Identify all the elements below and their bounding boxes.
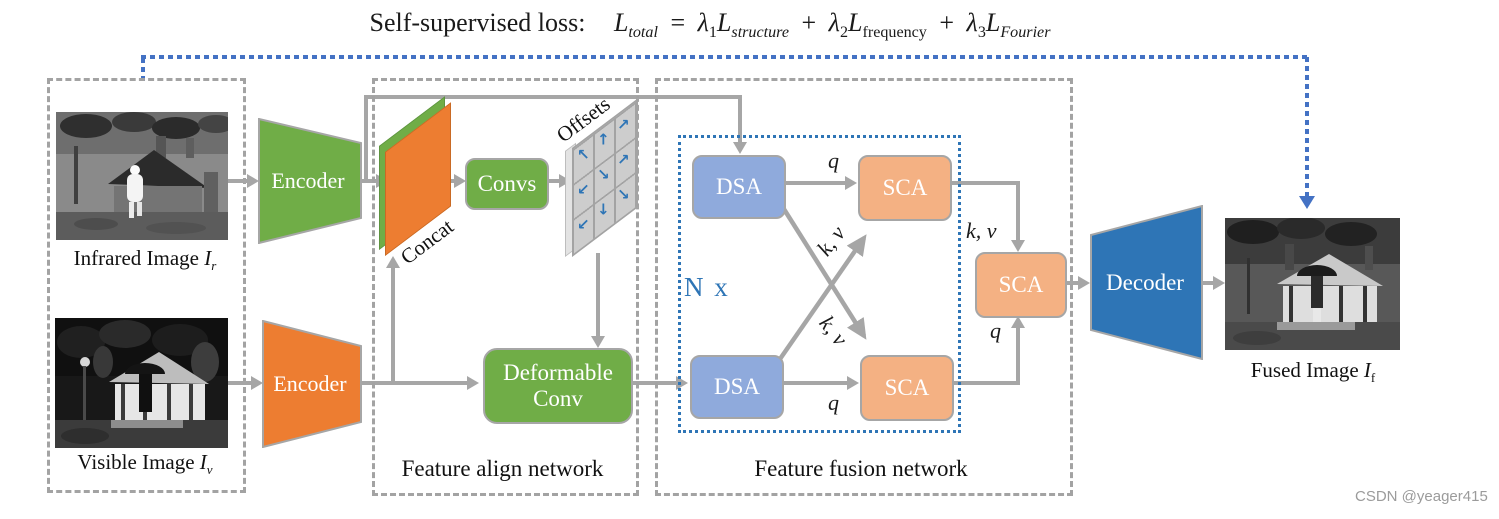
feature-align-network-label: Feature align network xyxy=(401,456,604,481)
formula-plus2: + xyxy=(939,8,955,37)
repeat-block-box xyxy=(678,135,961,433)
kv-label-output: k, v xyxy=(966,218,997,243)
loss-path-top-segment xyxy=(141,55,1308,59)
dsa-bottom-box: DSA xyxy=(690,355,784,419)
offset-arrow-icon: ↙ xyxy=(577,180,590,199)
dsa-top-box: DSA xyxy=(692,155,786,219)
feature-fusion-network-label: Feature fusion network xyxy=(754,456,968,481)
arrowhead-icon xyxy=(247,174,259,188)
loss-path-right-segment xyxy=(1305,55,1309,197)
arrowhead-icon xyxy=(454,174,466,188)
q-label-top: q xyxy=(828,148,839,173)
arrow-deformable-to-dsa xyxy=(629,381,677,385)
fused-image-caption: Fused Image If xyxy=(1250,358,1376,386)
line-sca-bottom-out xyxy=(950,381,1020,385)
arrowhead-icon xyxy=(845,176,857,190)
arrowhead-icon xyxy=(1213,276,1225,290)
q-label-bottom: q xyxy=(828,390,839,415)
encoder-infrared: Encoder xyxy=(258,118,362,244)
q-label-output: q xyxy=(990,318,1001,343)
arrow-decoder-to-fused xyxy=(1203,281,1214,285)
offset-arrow-icon: ↗ xyxy=(617,115,630,134)
encoder-visible-label: Encoder xyxy=(273,371,347,396)
offset-arrow-icon: ↘ xyxy=(597,165,610,184)
loss-formula-title: Self-supervised loss: Ltotal = λ1Lstruct… xyxy=(369,8,1051,42)
arrowhead-icon xyxy=(591,336,605,348)
line-sca-top-out xyxy=(948,181,1020,185)
input-images-group-box xyxy=(47,78,246,493)
line-sca-top-down xyxy=(1016,181,1020,241)
arrow-offsets-to-deformable xyxy=(596,253,600,337)
infrared-image-caption: Infrared Image Ir xyxy=(73,246,217,274)
repeat-count-label: N x xyxy=(684,272,730,302)
arrowhead-icon xyxy=(1011,316,1025,328)
watermark: CSDN @yeager415 xyxy=(1355,488,1488,505)
formula-plus1: + xyxy=(801,8,817,37)
arrowhead-icon xyxy=(1078,276,1090,290)
line-top-branch-vertical xyxy=(364,97,368,183)
line-top-route-down xyxy=(738,95,742,143)
sca-bottom-box: SCA xyxy=(860,355,954,421)
loss-title-prefix: Self-supervised loss: xyxy=(369,8,586,37)
arrow-infrared-to-encoder xyxy=(228,179,248,183)
decoder-label: Decoder xyxy=(1106,270,1184,295)
formula-lambda2: λ xyxy=(828,8,840,37)
arrowhead-icon xyxy=(467,376,479,390)
offset-arrow-icon: ↑ xyxy=(597,130,610,149)
arrow-visible-to-encoder xyxy=(228,381,252,385)
convs-box: Convs xyxy=(465,158,549,210)
sca-top-box: SCA xyxy=(858,155,952,221)
formula-equals: = xyxy=(670,8,686,37)
offset-arrow-icon: ↘ xyxy=(617,185,630,204)
arrowhead-icon xyxy=(386,256,400,268)
arrowhead-icon xyxy=(251,376,263,390)
loss-path-arrowhead-icon xyxy=(1299,196,1315,209)
formula-lambda3: λ xyxy=(966,8,978,37)
sca-output-box: SCA xyxy=(975,252,1067,318)
arrow-dsa-bottom-to-sca-top xyxy=(778,234,867,361)
feature-align-network-box xyxy=(372,78,639,496)
line-top-route xyxy=(364,95,742,99)
encoder-infrared-label: Encoder xyxy=(271,168,345,193)
infrared-image xyxy=(56,112,228,240)
offset-arrow-icon: ↗ xyxy=(617,150,630,169)
arrow-branch-to-concat xyxy=(391,267,395,385)
deformable-conv-box: Deformable Conv xyxy=(483,348,633,424)
cross-attention-arrows xyxy=(778,204,867,361)
arrowhead-icon xyxy=(847,376,859,390)
arrow-encoder-to-concat xyxy=(362,179,377,183)
formula-L-total: L xyxy=(613,8,629,37)
offset-arrow-icon: ↓ xyxy=(597,200,610,219)
line-sca-bottom-up xyxy=(1016,327,1020,385)
offset-arrow-icon: ↖ xyxy=(577,145,590,164)
decoder: Decoder xyxy=(1090,205,1203,360)
encoder-visible: Encoder xyxy=(262,320,362,448)
visible-image xyxy=(55,318,228,448)
visible-image-caption: Visible Image Iv xyxy=(77,450,213,478)
arrowhead-icon xyxy=(1011,240,1025,252)
arrow-encoder-to-deformable xyxy=(362,381,468,385)
loss-path-left-segment xyxy=(141,55,145,81)
arrow-dsa-bottom-to-sca-bottom xyxy=(780,381,848,385)
fused-image xyxy=(1225,218,1400,350)
feature-fusion-network-box xyxy=(655,78,1073,496)
arrowhead-icon xyxy=(733,142,747,154)
formula-lambda1: λ xyxy=(697,8,709,37)
arrow-convs-to-offsets xyxy=(545,179,560,183)
arrow-dsa-top-to-sca-bottom xyxy=(780,204,867,340)
arrow-dsa-top-to-sca-top xyxy=(782,181,846,185)
offset-arrow-icon: ↙ xyxy=(577,215,590,234)
